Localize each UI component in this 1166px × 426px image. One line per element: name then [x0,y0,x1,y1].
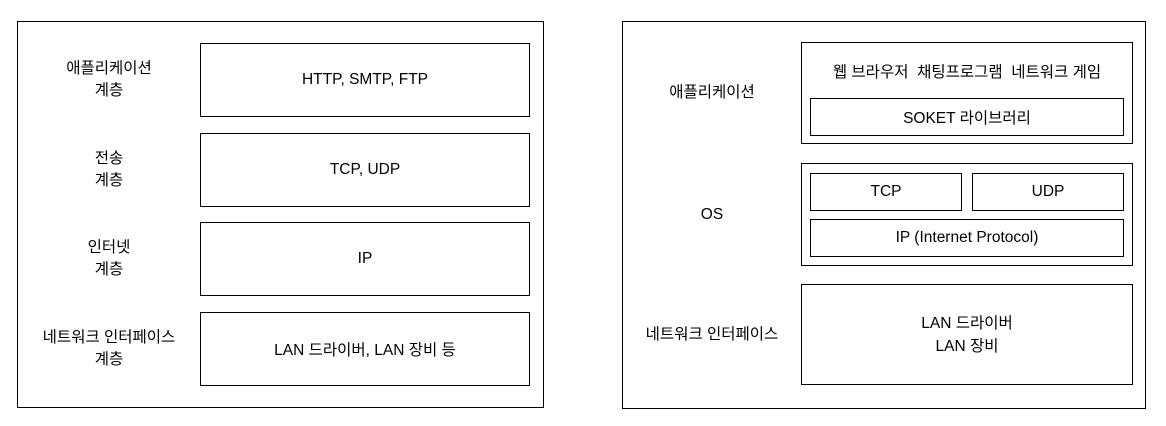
udp-box: UDP [972,173,1124,211]
socket-library-box: SOKET 라이브러리 [810,98,1124,136]
internet-layer-box: IP [200,222,530,296]
network-interface-layer-box: LAN 드라이버, LAN 장비 등 [200,312,530,386]
application-section-label: 애플리케이션 [669,84,755,101]
layer-row-network-interface: 네트워크 인터페이스 계층 LAN 드라이버, LAN 장비 등 [18,312,543,386]
network-interface-layer-label: 네트워크 인터페이스 계층 [42,329,176,368]
tcpip-layer-diagram: 애플리케이션 계층 HTTP, SMTP, FTP 전송 계층 TCP, UDP… [17,21,544,408]
layer-row-internet: 인터넷 계층 IP [18,222,543,296]
internet-layer-label: 인터넷 계층 [87,239,131,278]
application-layer-label: 애플리케이션 계층 [66,60,152,99]
os-section-label: OS [700,205,724,223]
application-programs-text: 웹 브라우저 채팅프로그램 네트워크 게임 [832,63,1102,81]
tcp-box: TCP [810,173,962,211]
transport-layer-box: TCP, UDP [200,133,530,207]
implementation-diagram: 애플리케이션 웹 브라우저 채팅프로그램 네트워크 게임 SOKET 라이브러리… [622,21,1146,409]
ip-box: IP (Internet Protocol) [810,219,1124,257]
transport-layer-label: 전송 계층 [94,150,124,189]
lan-box: LAN 드라이버 LAN 장비 [801,284,1133,385]
os-section-box: TCP UDP IP (Internet Protocol) [801,163,1133,266]
application-section-box: 웹 브라우저 채팅프로그램 네트워크 게임 SOKET 라이브러리 [801,42,1133,144]
layer-row-application: 애플리케이션 계층 HTTP, SMTP, FTP [18,43,543,117]
application-layer-box: HTTP, SMTP, FTP [200,43,530,117]
network-interface-section-label: 네트워크 인터페이스 [645,325,779,343]
layer-row-transport: 전송 계층 TCP, UDP [18,133,543,207]
